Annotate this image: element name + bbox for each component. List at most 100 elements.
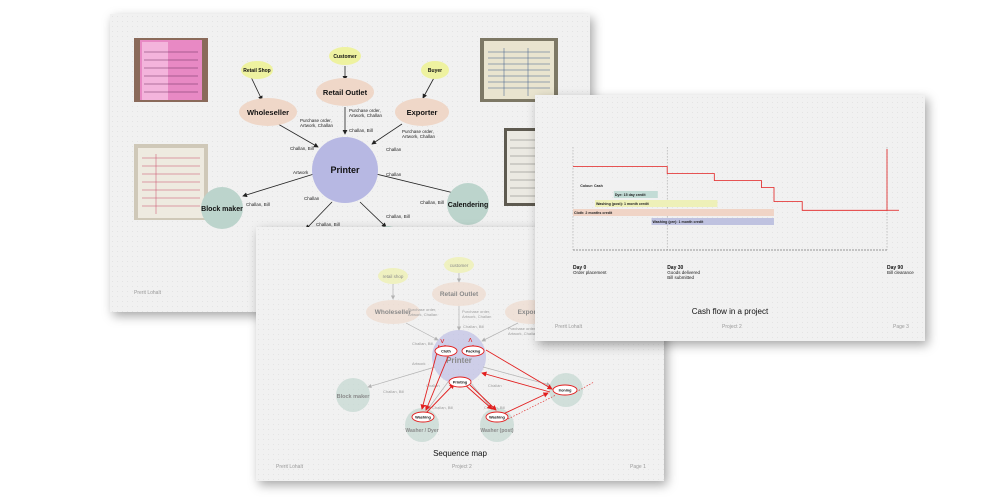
- edge-label: Challan, Bill: [420, 200, 444, 205]
- slide3-footer-right: Page 3: [893, 324, 909, 330]
- node-retail-outlet: [316, 78, 374, 106]
- step-washing-1-label: Washing: [415, 416, 431, 420]
- edge-label: Purchase order,: [402, 129, 434, 134]
- svg-text:Purchase order,: Purchase order,: [508, 326, 536, 331]
- edge-label: Challan: [304, 196, 320, 201]
- edge-label: Artwork: [293, 170, 309, 175]
- edge-label: Challan, Bill: [246, 202, 270, 207]
- label-calendering: Calendering: [448, 202, 488, 209]
- svg-text:˄: ˄: [468, 336, 473, 345]
- node-customer: [329, 47, 361, 65]
- node-buyer: [421, 61, 449, 79]
- svg-text:Challan, Bill: Challan, Bill: [463, 324, 484, 329]
- sequence-map-caption: Sequence map: [433, 449, 487, 458]
- svg-text:Artwork, Challan: Artwork, Challan: [408, 312, 437, 317]
- step-ironing: [552, 384, 578, 396]
- slide3-footer-left: Prerit Lohalt: [555, 324, 582, 330]
- edge-label: Challan, Bill: [386, 214, 410, 219]
- milestone-note: Bill clearance: [887, 270, 914, 275]
- credit-bar-label: Washing (pre): 1 month credit: [653, 220, 705, 224]
- svg-text:Artwork: Artwork: [412, 361, 426, 366]
- credit-bar: [651, 218, 774, 225]
- seq-label-retail-outlet: Retail Outlet: [440, 291, 479, 298]
- seq-label-wholeseller: Wholeseller: [375, 309, 412, 316]
- edge-label: Purchase order,: [349, 108, 381, 113]
- cash-flow-line: [573, 149, 888, 211]
- svg-text:Challan, Bill: Challan, Bill: [432, 405, 453, 410]
- step-washing-2-label: Washing: [489, 416, 505, 420]
- stakeholder-map-slide: Retail Shop Customer Buyer Wholeseller R…: [110, 14, 590, 312]
- step-cloth-label: Cloth: [441, 350, 451, 354]
- seq-label-printer: Printer: [446, 356, 472, 365]
- credit-bar-label: Washing (post): 1 month credit: [596, 202, 650, 206]
- edge-label: Challan, Bill: [349, 128, 373, 133]
- node-printer: [312, 137, 378, 203]
- step-washing-1: [411, 411, 435, 423]
- svg-text:Purchase order,: Purchase order,: [462, 309, 490, 314]
- milestone-note: Goods delivered: [667, 270, 700, 275]
- receipt-photo-pink: [134, 38, 208, 102]
- svg-text:Purchase order,: Purchase order,: [408, 307, 436, 312]
- sequence-diagram: Purchase order,Artwork, Challan Purchase…: [336, 257, 595, 442]
- edge-label: Artwork, Challan: [300, 123, 334, 128]
- seq-label-washer-post: Washer (post): [480, 428, 513, 434]
- credit-bar-label: Colour: Cash: [580, 184, 603, 188]
- edge-label: Challan: [386, 172, 402, 177]
- credit-bar-label: Dye: 15 day credit: [615, 193, 647, 197]
- svg-text:Challan, Bill: Challan, Bill: [383, 389, 404, 394]
- credit-bar: [579, 182, 655, 189]
- step-printing: [448, 376, 472, 388]
- edge-label: Purchase order,: [300, 118, 332, 123]
- seq-label-washer-dyer: Washer / Dyer: [405, 428, 438, 434]
- svg-text:˅: ˅: [440, 337, 445, 346]
- node-block-maker: [201, 187, 243, 229]
- svg-text:Challan: Challan: [488, 383, 502, 388]
- svg-text:Challan: Challan: [426, 383, 440, 388]
- slide2-footer-mid: Project 2: [452, 464, 472, 470]
- node-calendering: [447, 183, 489, 225]
- ledger-photo-1: [480, 38, 558, 102]
- cash-flow-title: Cash flow in a project: [691, 307, 769, 316]
- step-printing-label: Printing: [453, 381, 468, 385]
- credit-bar: [613, 191, 658, 198]
- seq-label-retail-shop: retail shop: [383, 274, 404, 279]
- edge-label: Challan: [386, 147, 402, 152]
- svg-text:Artwork, Challan: Artwork, Challan: [508, 331, 537, 336]
- seq-label-customer: customer: [450, 263, 469, 268]
- step-tracking-label: Packing: [466, 350, 481, 354]
- edge-label: Artwork, Challan: [402, 134, 436, 139]
- step-washing-2: [485, 411, 509, 423]
- seq-label-block-maker: Block maker: [337, 394, 371, 400]
- label-exporter: Exporter: [407, 108, 438, 117]
- step-tracking: [461, 345, 485, 357]
- milestone-note: Bill submitted: [667, 275, 694, 280]
- stakeholder-diagram: Retail Shop Customer Buyer Wholeseller R…: [201, 47, 489, 252]
- label-retail-outlet: Retail Outlet: [323, 88, 368, 97]
- label-printer: Printer: [330, 165, 360, 175]
- milestone-day-label: Day 90: [887, 265, 903, 271]
- slide2-footer-left: Prerit Lohalt: [276, 464, 303, 470]
- svg-text:Challan, Bill: Challan, Bill: [412, 341, 433, 346]
- svg-text:Artwork, Challan: Artwork, Challan: [462, 314, 491, 319]
- node-retail-shop: [241, 61, 273, 79]
- milestone-day-label: Day 0: [573, 265, 587, 271]
- slide3-footer-mid: Project 2: [722, 324, 742, 330]
- label-wholeseller: Wholeseller: [247, 108, 289, 117]
- label-block-maker: Block maker: [201, 206, 243, 213]
- label-retail-shop: Retail Shop: [243, 68, 271, 74]
- step-ironing-label: Ironing: [559, 389, 573, 393]
- label-buyer: Buyer: [428, 68, 442, 74]
- slide1-footer-left: Prerit Lohalt: [134, 290, 161, 296]
- milestone-day-label: Day 30: [667, 265, 683, 271]
- node-wholeseller: [239, 98, 297, 126]
- label-customer: Customer: [333, 54, 356, 60]
- credit-bar: [594, 200, 718, 207]
- edge-label: Artwork, Challan: [349, 113, 383, 118]
- seq-label-exporter: Exporter: [518, 309, 545, 316]
- step-cloth: [434, 345, 458, 357]
- slide2-footer-right: Page 1: [630, 464, 646, 470]
- edge-label: Challan, Bill: [316, 222, 340, 227]
- receipt-photo-white: [134, 144, 208, 220]
